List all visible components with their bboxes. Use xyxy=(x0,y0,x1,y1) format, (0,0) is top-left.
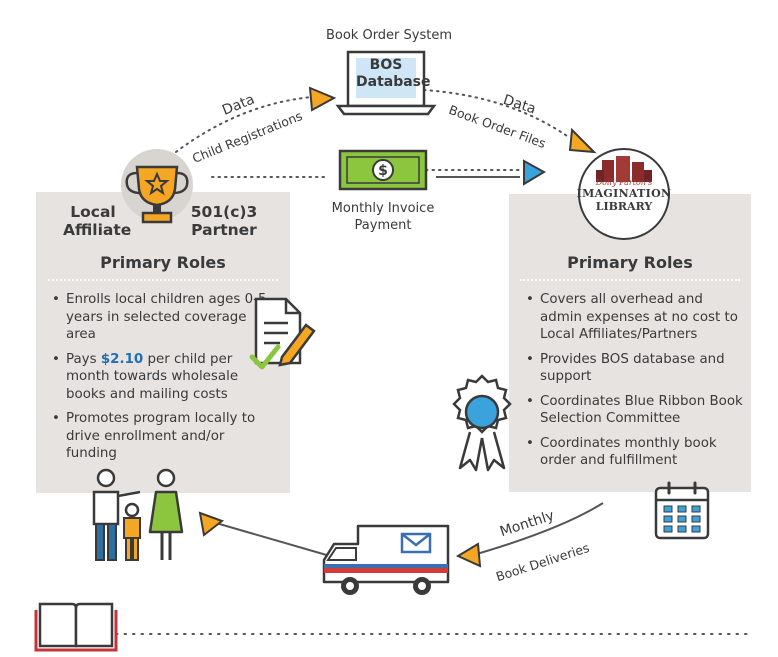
list-item: Coordinates monthly book order and fulfi… xyxy=(526,435,746,470)
cost-amount: $2.10 xyxy=(100,351,144,367)
family-icon xyxy=(92,468,184,561)
local-affiliate-label: Local Affiliate xyxy=(63,203,132,239)
bos-screen-text: BOS Database xyxy=(356,57,431,90)
ribbon-award-icon xyxy=(452,374,512,472)
trophy-icon xyxy=(121,149,193,224)
money-icon: $ xyxy=(338,149,428,191)
arrow-to-bos xyxy=(308,86,337,112)
list-item: Coordinates Blue Ribbon Book Selection C… xyxy=(526,393,746,428)
arrow-payment xyxy=(523,159,547,186)
list-item: Covers all overhead and admin expenses a… xyxy=(526,291,746,344)
list-item: Enrolls local children ages 0-5 years in… xyxy=(52,291,267,344)
imagination-library-logo xyxy=(578,148,670,240)
arrow-to-truck xyxy=(455,542,482,568)
logo-text: Dolly Parton's IMAGINATION LIBRARY xyxy=(576,178,672,213)
partner-label: 501(c)3 Partner xyxy=(190,203,258,239)
library-roles-title: Primary Roles xyxy=(567,253,693,272)
mail-truck-icon xyxy=(322,524,450,595)
book-icon xyxy=(34,602,118,652)
library-roles-list: Covers all overhead and admin expenses a… xyxy=(526,291,746,477)
calendar-icon xyxy=(654,481,710,540)
bos-caption: Book Order System xyxy=(325,28,453,43)
affiliate-divider xyxy=(48,279,278,281)
svg-text:$: $ xyxy=(378,163,388,179)
list-item: Provides BOS database and support xyxy=(526,351,746,386)
laptop-icon xyxy=(335,50,437,116)
document-pencil-icon xyxy=(249,297,316,370)
list-item: Pays $2.10 per child per month towards w… xyxy=(52,351,267,404)
library-divider xyxy=(520,279,740,281)
affiliate-roles-title: Primary Roles xyxy=(100,253,226,272)
invoice-label: Monthly Invoice Payment xyxy=(331,201,435,233)
list-item: Promotes program locally to drive enroll… xyxy=(52,410,267,463)
affiliate-roles-list: Enrolls local children ages 0-5 years in… xyxy=(52,291,267,470)
arrow-to-family xyxy=(198,511,225,537)
arrow-to-library xyxy=(568,127,597,154)
